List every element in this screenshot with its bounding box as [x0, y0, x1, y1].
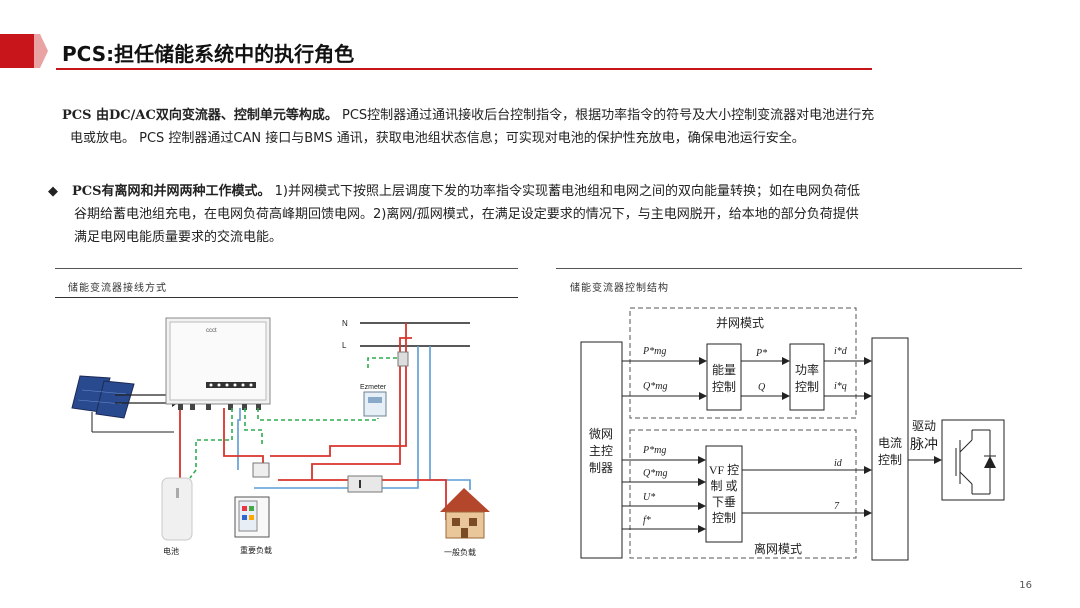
energy-control-line1: 能量	[712, 363, 736, 377]
refrigerator-icon	[234, 496, 270, 538]
page-number: 16	[1019, 580, 1032, 591]
grid-mode-box	[629, 307, 857, 419]
grid-mode-label: 并网模式	[716, 316, 764, 330]
current-control-block	[871, 337, 909, 561]
intro-paragraph: PCS 由DC/AC双向变流器、控制单元等构成。 PCS控制器通过通讯接收后台控…	[62, 104, 1037, 150]
sig-q-mg2: Q*mg	[643, 468, 667, 479]
sig-f: f*	[643, 515, 651, 526]
microgrid-controller-line2: 主控	[589, 444, 613, 458]
sig-id: i*d	[834, 346, 848, 357]
pulse-label: 脉冲	[910, 437, 938, 453]
power-control-line1: 功率	[795, 362, 819, 377]
sig-p-mg: P*mg	[642, 346, 666, 357]
energy-control-block	[706, 343, 742, 411]
house-icon	[440, 488, 490, 539]
island-mode-box	[629, 429, 857, 559]
important-load-label: 重要负载	[240, 545, 272, 555]
sig-q-mg: Q*mg	[643, 381, 667, 392]
modes-paragraph: ◆ PCS有离网和并网两种工作模式。 1)并网模式下按照上层调度下发的功率指令实现…	[48, 180, 1038, 249]
current-control-line2: 控制	[878, 453, 902, 467]
vf-control-line4: 控制	[712, 511, 736, 525]
drive-label: 驱动	[912, 419, 936, 433]
bus-l-label: L	[342, 341, 347, 350]
intro-line1: PCS控制器通过通讯接收后台控制指令，根据功率指令的符号及大小控制变流器对电池进…	[337, 108, 875, 123]
vf-control-line2: 制 或	[710, 479, 737, 493]
meter-label: Ezmeter	[360, 384, 387, 391]
battery-label: 电池	[163, 546, 179, 556]
left-caption-top-rule	[55, 268, 518, 269]
intro-line2: 电或放电。 PCS 控制器通过CAN 接口与BMS 通讯，获取电池组状态信息；可…	[70, 131, 805, 146]
sig-iq: i*q	[834, 381, 847, 392]
vf-control-line3: 下垂	[712, 495, 736, 509]
modes-lead: PCS有离网和并网两种工作模式。	[72, 184, 271, 199]
sig-p-star: P*	[755, 348, 767, 359]
igbt-switch-icon	[941, 419, 1005, 501]
general-load-label: 一般负载	[444, 547, 476, 557]
microgrid-controller-block	[580, 341, 623, 559]
breaker-icon	[252, 462, 270, 478]
modes-line3: 满足电网电能质量要求的交流电能。	[74, 230, 283, 245]
slide-title: PCS:担任储能系统中的执行角色	[62, 42, 355, 66]
switch-icon	[347, 475, 383, 493]
energy-control-line2: 控制	[712, 380, 736, 394]
sig-7: 7	[834, 501, 840, 512]
sig-u: U*	[643, 492, 655, 503]
inverter-brand: ccct	[206, 328, 217, 334]
right-caption-top-rule	[556, 268, 1022, 269]
bullet-diamond-icon: ◆	[48, 184, 58, 199]
current-control-line1: 电流	[878, 436, 902, 450]
battery-icon	[161, 477, 193, 541]
intro-lead: PCS 由DC/AC双向变流器、控制单元等构成。	[62, 108, 338, 123]
left-caption-bottom-rule	[55, 297, 518, 298]
power-control-block	[789, 343, 825, 411]
sig-q: Q	[758, 382, 766, 393]
sig-id2: id	[834, 458, 843, 469]
island-mode-label: 离网模式	[754, 541, 802, 556]
left-diagram-caption: 储能变流器接线方式	[68, 283, 167, 294]
modes-line1: 1)并网模式下按照上层调度下发的功率指令实现蓄电池组和电网之间的双向能量转换；如…	[270, 184, 860, 199]
sig-p-mg2: P*mg	[642, 445, 666, 456]
meter-icon: Ezmeter	[360, 351, 409, 417]
inverter-icon: ccct	[165, 317, 271, 405]
bus-n-label: N	[342, 319, 348, 328]
modes-line2: 谷期给蓄电池组充电，在电网负荷高峰期回馈电网。2)离网/孤网模式，在满足设定要求…	[74, 207, 859, 222]
microgrid-controller-line1: 微网	[589, 427, 613, 441]
solar-panel-icon	[71, 375, 135, 419]
title-underline	[56, 68, 872, 70]
vf-control-block	[705, 445, 743, 543]
microgrid-controller-line3: 制器	[589, 461, 613, 475]
power-control-line2: 控制	[795, 380, 819, 394]
vf-control-line1: VF 控	[709, 463, 739, 477]
right-diagram-caption: 储能变流器控制结构	[570, 283, 669, 294]
